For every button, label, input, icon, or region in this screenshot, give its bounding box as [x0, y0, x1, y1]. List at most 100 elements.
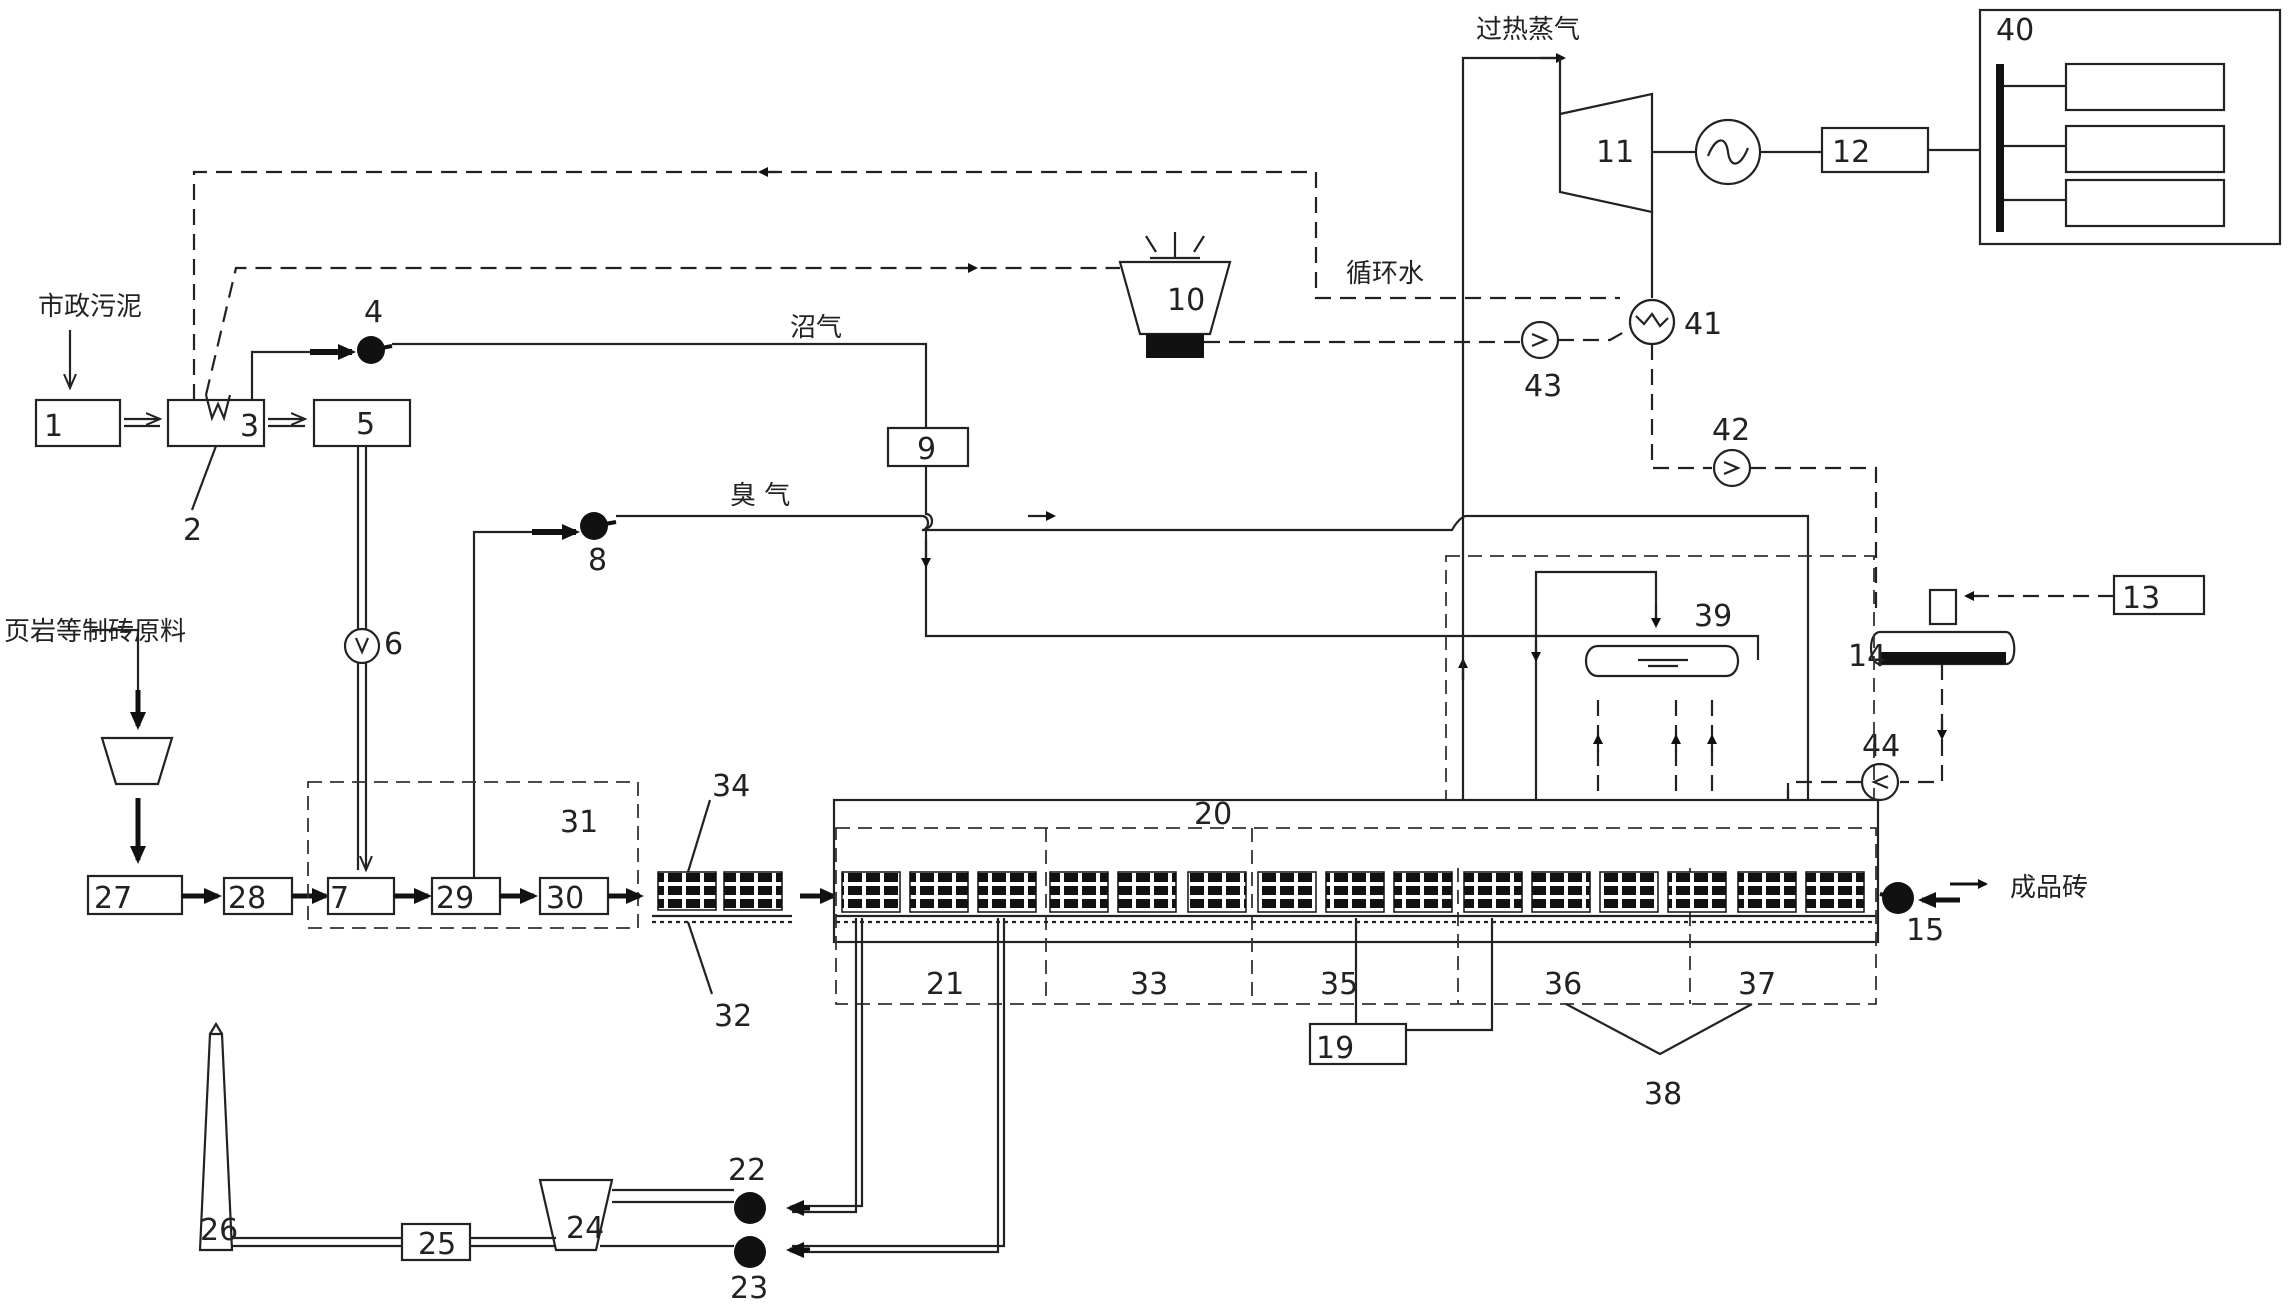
condensate-line — [1650, 344, 1712, 470]
label-32: 32 — [714, 999, 752, 1034]
return-water-line — [192, 170, 1620, 400]
fan-15-outlet — [1879, 892, 1899, 900]
leader-2 — [190, 445, 218, 511]
leader-32 — [686, 921, 714, 995]
label-35: 35 — [1320, 967, 1358, 1002]
cooling-tower-10 — [1118, 260, 1232, 336]
label-34: 34 — [712, 769, 750, 804]
box-9 — [886, 426, 970, 468]
box-5 — [312, 398, 412, 448]
heater-coil-icon — [204, 394, 232, 422]
box-27 — [86, 874, 184, 916]
odor-riser — [472, 530, 540, 878]
tunnel-kiln-20 — [832, 798, 1880, 944]
odor-line — [616, 514, 1810, 824]
deaerator-head — [1928, 588, 1958, 626]
label-10: 10 — [1167, 283, 1205, 318]
label-9: 9 — [917, 432, 936, 467]
label-26: 26 — [200, 1213, 238, 1248]
label-37: 37 — [1738, 967, 1776, 1002]
condenser-coil-icon — [1635, 312, 1669, 328]
fan-4-outlet — [370, 344, 393, 352]
label-municipal-sludge: 市政污泥 — [38, 292, 142, 322]
label-33: 33 — [1130, 967, 1168, 1002]
leader-34 — [686, 799, 712, 873]
kiln-brick-stack — [1257, 871, 1317, 913]
kiln-brick-stack — [909, 871, 969, 913]
cooling-to-digester-line — [204, 266, 1120, 396]
label-15: 15 — [1906, 913, 1944, 948]
label-odor: 臭 气 — [730, 481, 790, 511]
label-42: 42 — [1712, 413, 1750, 448]
load-3 — [2064, 178, 2226, 228]
pump-42-arrow-icon — [1723, 460, 1741, 476]
kiln-brick-stack — [1049, 871, 1109, 913]
label-27: 27 — [94, 881, 132, 916]
tower-spray-right — [1193, 235, 1205, 253]
label-29: 29 — [436, 881, 474, 916]
label-28: 28 — [228, 881, 266, 916]
deaerator-water — [1880, 652, 2006, 664]
condenser-41-icon — [1628, 298, 1676, 346]
flue-line-23b — [792, 918, 1006, 1248]
kiln-car-brick-2 — [723, 871, 783, 911]
line-to-pump-44 — [1900, 740, 1944, 784]
label-36: 36 — [1544, 967, 1582, 1002]
frame-31 — [307, 781, 639, 929]
flue-line-23a — [792, 918, 1000, 1254]
box-29 — [430, 876, 502, 916]
kiln-brick-stack — [1325, 871, 1385, 913]
fan-22-icon — [734, 1192, 766, 1224]
box-7 — [326, 876, 396, 916]
kiln-brick-stack — [1737, 871, 1797, 913]
kiln-car-group — [841, 871, 1865, 913]
label-13: 13 — [2122, 581, 2160, 616]
pump-42-icon — [1712, 448, 1752, 488]
label-19: 19 — [1316, 1031, 1354, 1066]
label-30: 30 — [546, 881, 584, 916]
label-6: 6 — [384, 627, 403, 662]
label-41: 41 — [1684, 307, 1722, 342]
load-1 — [2064, 62, 2226, 112]
pump-43-icon — [1520, 320, 1560, 360]
pump-6-arrow-icon — [354, 637, 370, 655]
label-superheated-steam: 过热蒸气 — [1476, 15, 1580, 45]
kiln-brick-stack — [1393, 871, 1453, 913]
generator-sine-icon — [1706, 139, 1750, 165]
label-4: 4 — [364, 295, 383, 330]
label-14: 14 — [1848, 639, 1886, 674]
kiln-brick-stack — [977, 871, 1037, 913]
label-7: 7 — [330, 881, 349, 916]
box-1 — [34, 398, 122, 448]
label-21: 21 — [926, 967, 964, 1002]
box-12 — [1820, 126, 1930, 174]
fan-8-outlet — [593, 520, 617, 528]
label-12: 12 — [1832, 135, 1870, 170]
label-31: 31 — [560, 805, 598, 840]
label-38: 38 — [1644, 1077, 1682, 1112]
label-3: 3 — [240, 409, 259, 444]
superheated-steam-line — [1461, 56, 1560, 824]
label-44: 44 — [1862, 729, 1900, 764]
label-24: 24 — [566, 1211, 604, 1246]
label-shale-raw: 页岩等制砖原料 — [4, 617, 186, 647]
box-19 — [1308, 1022, 1408, 1066]
label-11: 11 — [1596, 135, 1634, 170]
kiln-brick-stack — [1117, 871, 1177, 913]
label-2: 2 — [183, 513, 202, 548]
label-finished-brick: 成品砖 — [2010, 873, 2088, 903]
label-20: 20 — [1194, 797, 1232, 832]
label-39: 39 — [1694, 599, 1732, 634]
fan-23-icon — [734, 1236, 766, 1268]
biogas-to-kiln-line — [924, 466, 1760, 660]
label-5: 5 — [356, 407, 375, 442]
flue-line-22b — [792, 918, 864, 1208]
kiln-brick-stack — [1667, 871, 1727, 913]
label-1: 1 — [44, 409, 63, 444]
label-25: 25 — [418, 1227, 456, 1262]
label-40: 40 — [1996, 13, 2034, 48]
box-13 — [2112, 574, 2206, 616]
label-22: 22 — [728, 1153, 766, 1188]
kiln-brick-stack — [841, 871, 901, 913]
